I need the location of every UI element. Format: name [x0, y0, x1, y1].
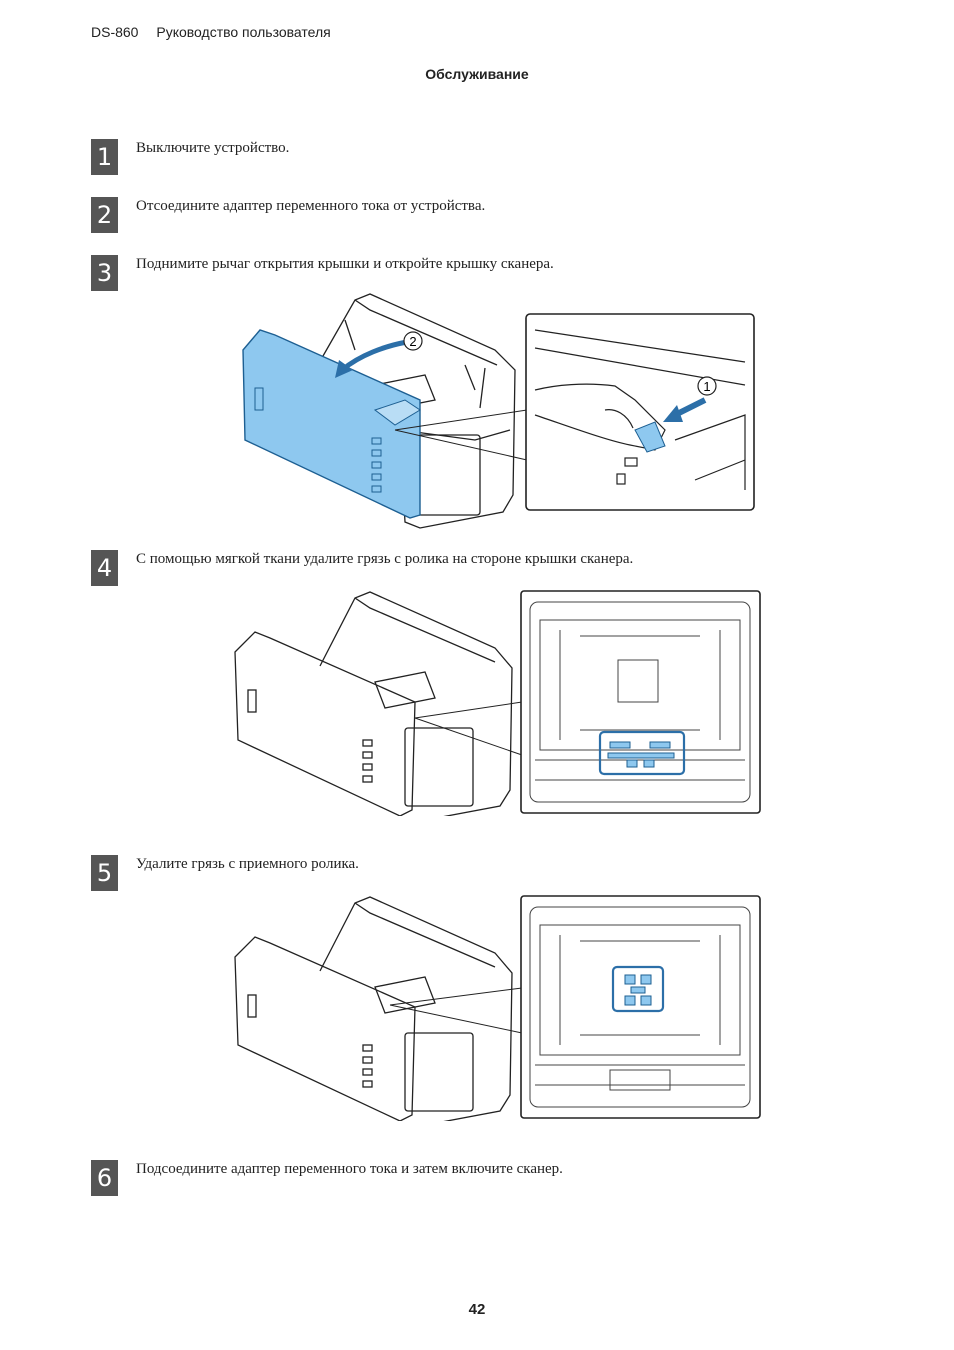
pickup-roller-highlight-box: [611, 965, 665, 1013]
manual-title: Руководство пользователя: [156, 24, 331, 40]
zoom-leader-lines: [414, 701, 523, 756]
step-number-badge: 2: [91, 197, 118, 233]
scanner-open-drawing: [234, 896, 513, 1121]
callout-circle: [403, 331, 423, 351]
step-number-badge: 4: [91, 550, 118, 586]
step-text: Выключите устройство.: [136, 140, 290, 156]
cover-interior-drawing: [529, 601, 751, 803]
lever-detail-frame: [525, 313, 755, 511]
arrow-head-icon: [663, 405, 683, 422]
roller-highlight-box: [598, 730, 686, 776]
open-direction-arrow: [340, 339, 408, 372]
cover-roller: [607, 741, 675, 768]
cover-lever: [634, 421, 666, 453]
step-text: С помощью мягкой ткани удалите грязь с р…: [136, 551, 634, 567]
model-name: DS-860: [91, 24, 139, 40]
figure-cover-roller: [234, 590, 761, 816]
scanner-cover-drawing: [242, 329, 421, 519]
step-text: Подсоедините адаптер переменного тока и …: [136, 1161, 563, 1177]
step-number-badge: 1: [91, 139, 118, 175]
scanner-open-drawing: [234, 591, 513, 816]
pickup-detail-frame: [520, 895, 761, 1119]
step-text: Удалите грязь с приемного ролика.: [136, 856, 359, 872]
pickup-roller: [624, 974, 652, 1006]
callout-circle: [697, 376, 717, 396]
zoom-leader-lines: [394, 409, 528, 461]
hand-drawing: [534, 329, 746, 490]
section-title: Обслуживание: [425, 66, 529, 82]
step-number-badge: 3: [91, 255, 118, 291]
page-number: 42: [468, 1301, 486, 1318]
arrow-head-icon: [335, 360, 353, 378]
callout-label-2: 2: [409, 334, 416, 349]
scanner-interior-drawing: [529, 906, 751, 1108]
running-header: DS-860 Руководство пользователя: [91, 24, 331, 40]
step-number-badge: 6: [91, 1160, 118, 1196]
zoom-leader-lines: [389, 987, 523, 1034]
step-number-badge: 5: [91, 855, 118, 891]
step-text: Отсоедините адаптер переменного тока от …: [136, 198, 486, 214]
figure-pickup-roller: [234, 895, 761, 1121]
step-text: Поднимите рычаг открытия крышки и открой…: [136, 256, 554, 272]
callout-label-1: 1: [703, 379, 710, 394]
figure-open-cover: 2 1: [242, 293, 755, 529]
lever-arrow: [673, 397, 707, 418]
